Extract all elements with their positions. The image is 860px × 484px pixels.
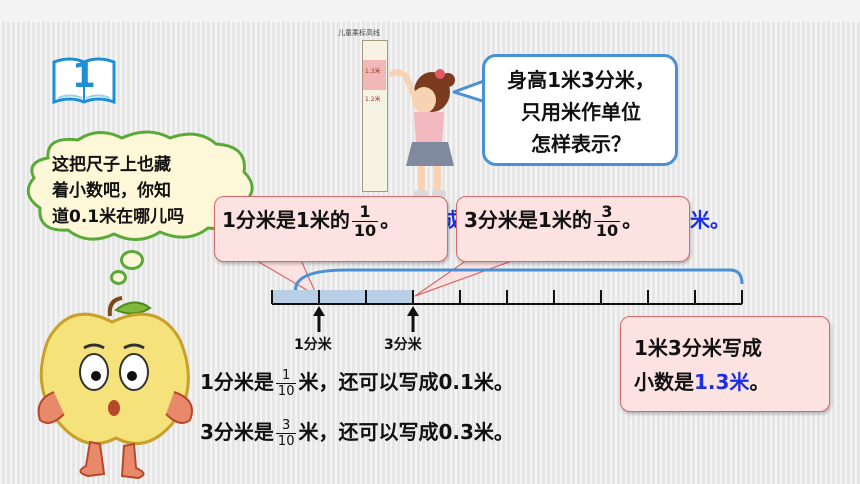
speech-line: 只用米作单位 bbox=[521, 100, 641, 124]
top-strip bbox=[0, 0, 860, 22]
fraction-denominator: 10 bbox=[277, 434, 295, 449]
result-suffix: 。 bbox=[749, 370, 770, 394]
lesson-number: 1 bbox=[72, 56, 96, 96]
speech-line: 怎样表示？ bbox=[531, 132, 631, 156]
callout-1-after: 。 bbox=[380, 208, 401, 232]
height-mark: 1.2米 bbox=[365, 96, 381, 103]
fraction-numerator: 3 bbox=[275, 419, 297, 434]
thought-dot bbox=[110, 270, 127, 285]
result-prefix: 小数是 bbox=[634, 370, 694, 394]
fraction-numerator: 3 bbox=[593, 204, 621, 222]
thought-dot bbox=[120, 250, 144, 270]
hidden-text-fragment: 米。 bbox=[690, 208, 730, 232]
ruler-brace bbox=[294, 268, 744, 291]
callout-2-after: 。 bbox=[622, 208, 643, 232]
statement-after: 米，还可以写成0.1米。 bbox=[298, 370, 514, 394]
callout-2 bbox=[456, 196, 690, 262]
callout-2-pointer bbox=[414, 257, 521, 297]
speech-bubble bbox=[482, 54, 678, 166]
fraction-numerator: 1 bbox=[275, 369, 297, 384]
fraction-denominator: 10 bbox=[595, 221, 619, 240]
thought-line: 着小数吧，你知 bbox=[52, 181, 171, 201]
ruler-highlight bbox=[272, 290, 413, 304]
statement-before: 1分米是 bbox=[200, 370, 274, 394]
callout-2-before: 3分米是1米的 bbox=[464, 208, 592, 232]
apple-character bbox=[37, 296, 193, 480]
open-book-icon bbox=[52, 57, 116, 105]
height-mark: 1.3米 bbox=[365, 68, 381, 75]
fraction-denominator: 10 bbox=[353, 221, 377, 240]
fraction-denominator: 10 bbox=[277, 384, 295, 399]
ruler bbox=[271, 268, 744, 332]
callout-1 bbox=[214, 196, 448, 262]
thought-line: 这把尺子上也藏 bbox=[52, 155, 171, 175]
result-line-1: 1米3分米写成 bbox=[634, 336, 762, 360]
statement-before: 3分米是 bbox=[200, 420, 274, 444]
fraction-numerator: 1 bbox=[351, 204, 379, 222]
statement-after: 米，还可以写成0.3米。 bbox=[298, 420, 514, 444]
callout-1-before: 1分米是1米的 bbox=[222, 208, 350, 232]
tick-label-1dm: 1分米 bbox=[294, 337, 332, 353]
tick-label-3dm: 3分米 bbox=[384, 337, 422, 353]
cartoon-girl bbox=[389, 69, 455, 198]
result-line-2: 小数是1.3米。 bbox=[634, 366, 769, 395]
thought-line: 道0.1米在哪儿吗 bbox=[52, 207, 185, 227]
speech-line: 身高1米3分米， bbox=[507, 68, 655, 92]
tick-arrow-head bbox=[407, 306, 419, 316]
height-rule-band bbox=[363, 60, 386, 90]
height-rule-title: 儿童乘标高线 bbox=[338, 29, 380, 37]
result-box bbox=[620, 316, 830, 412]
result-value: 1.3米 bbox=[694, 370, 750, 394]
tick-arrow-head bbox=[313, 306, 325, 316]
